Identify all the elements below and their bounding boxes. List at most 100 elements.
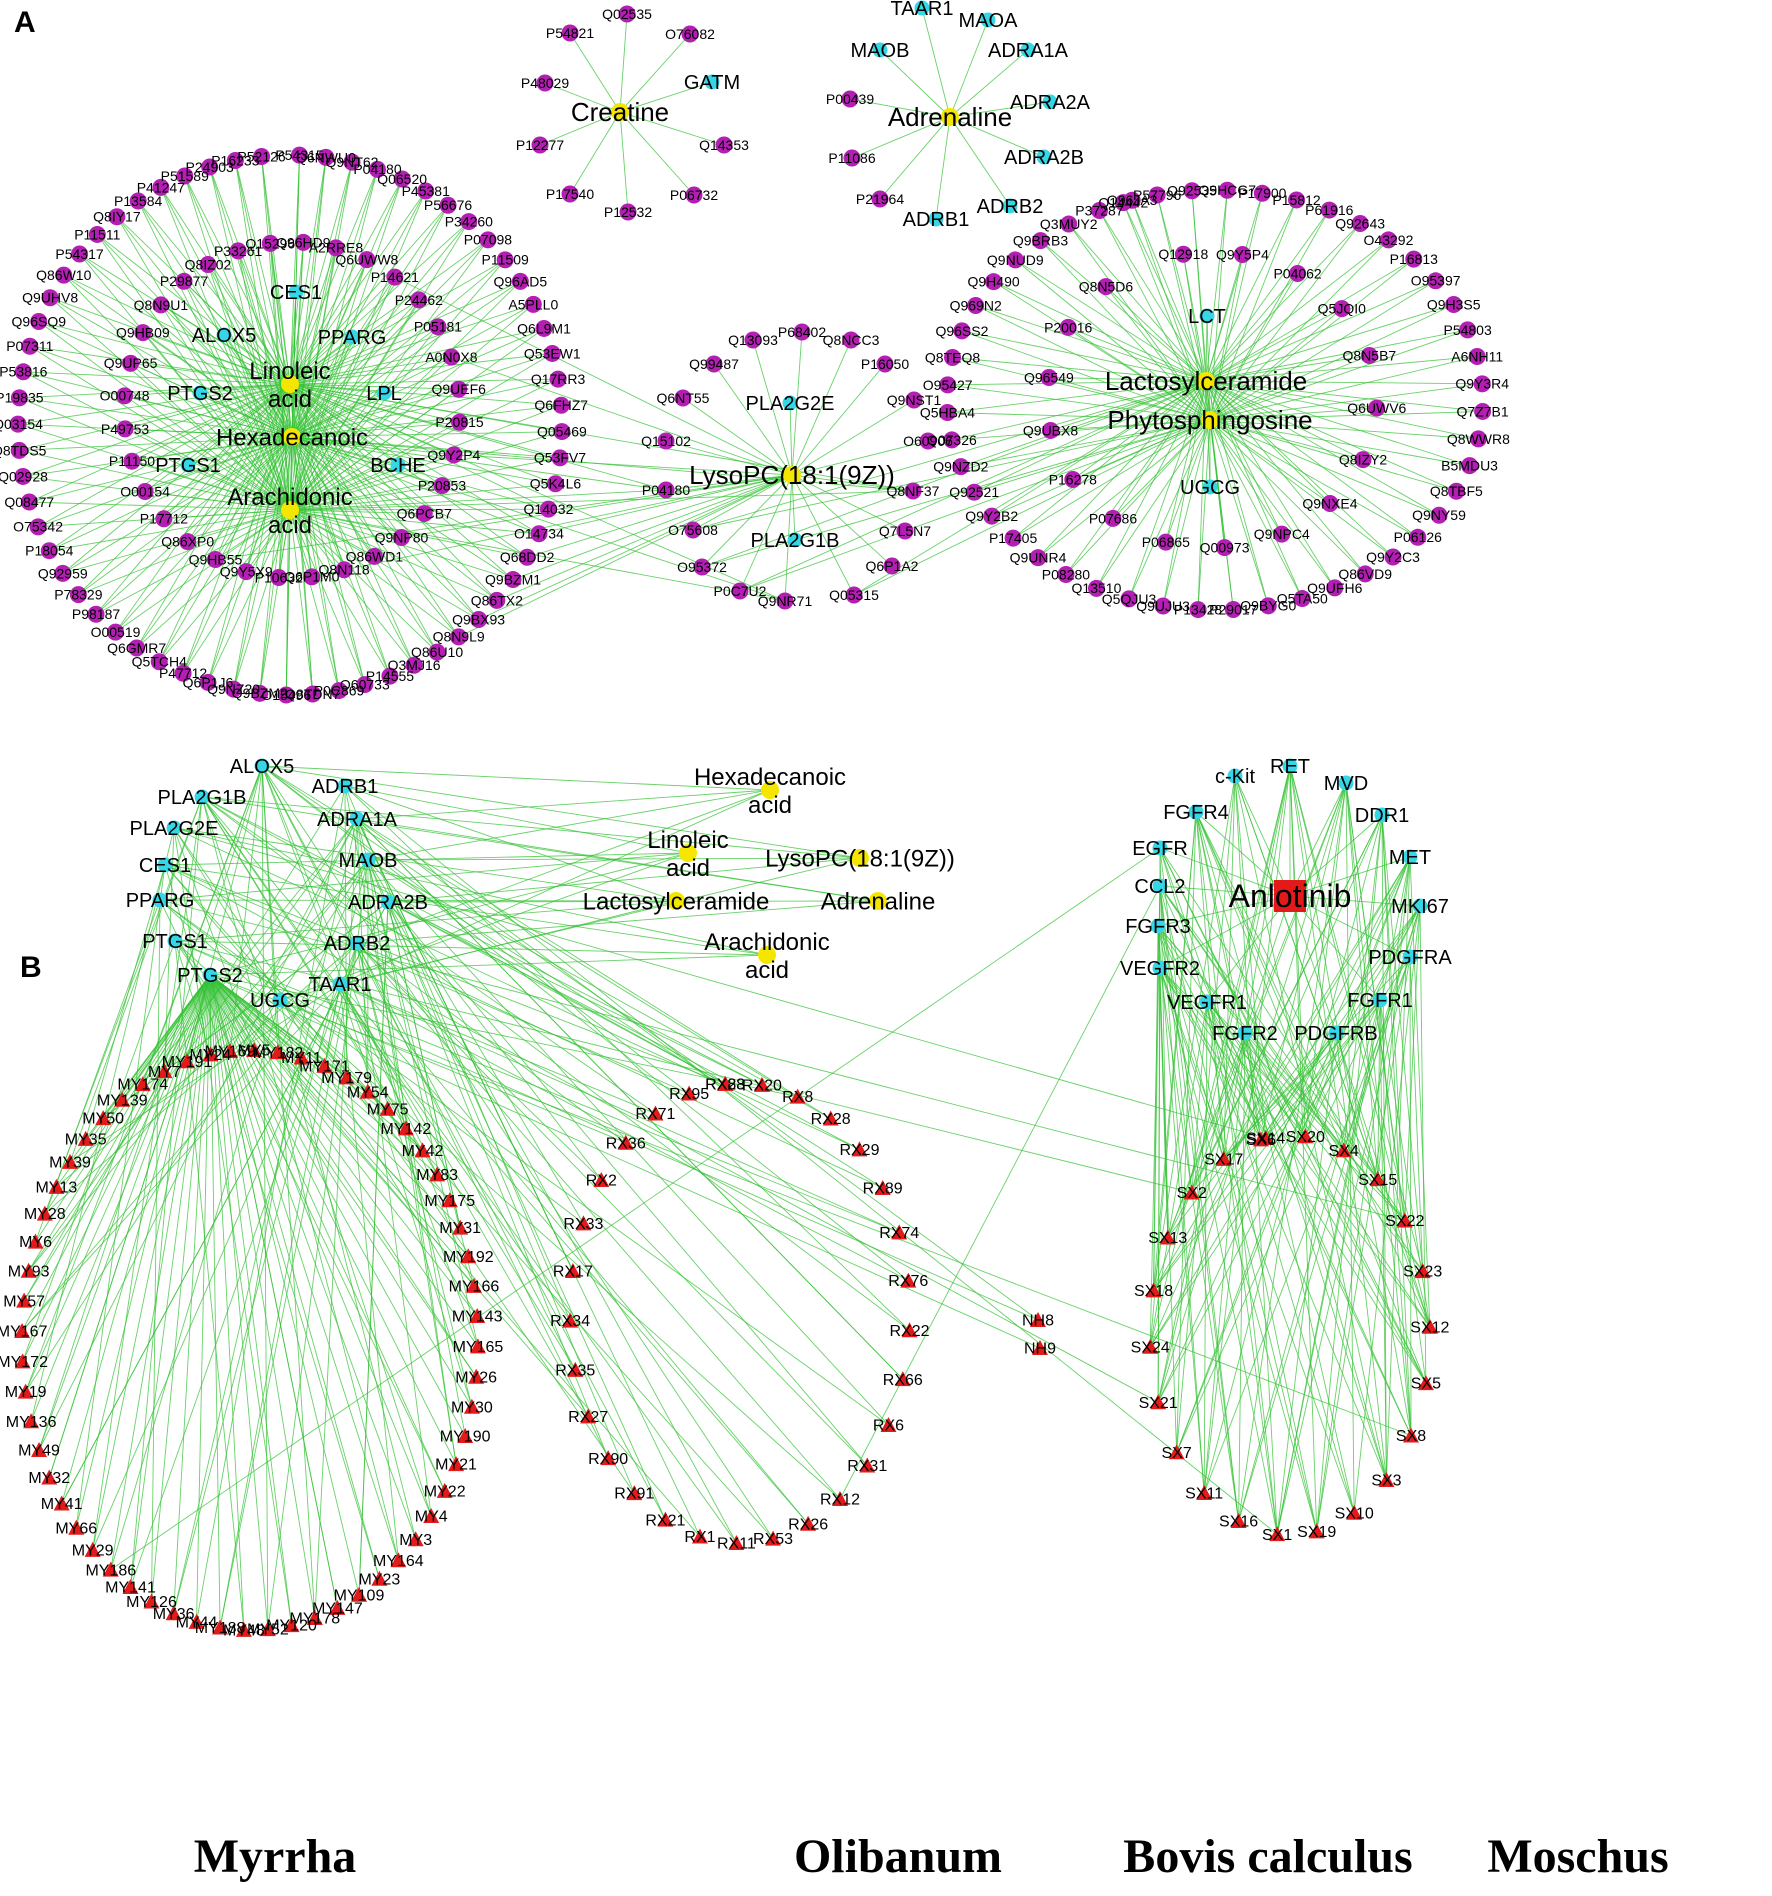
protein-node-q3muy2 [1060,215,1078,233]
edge-208 [289,336,353,511]
edge-824 [1159,847,1427,1384]
label-p04180: P04180 [642,482,690,498]
edge-150 [291,239,489,438]
label-q9up65: Q9UP65 [104,355,158,371]
edge-308 [261,156,291,511]
protein-node-q5k4l6 [546,475,564,493]
ingredient-node-my188 [212,1619,229,1635]
protein-node-p16278 [1064,471,1082,489]
label-my93: MY93 [8,1263,50,1280]
label-q9y3r4: Q9Y3R4 [1455,376,1509,392]
label-fgfr4: FGFR4 [1163,802,1229,824]
protein-node-q9nr71 [776,592,794,610]
edge-316 [539,111,621,146]
label-my32: MY32 [28,1470,70,1487]
label-a6nh11: A6NH11 [1451,348,1503,364]
label-p07311: P07311 [6,338,53,354]
target-node-pdgfrb [1328,1025,1344,1041]
edge-391 [1156,194,1207,382]
edge-318 [569,32,621,113]
edge-257 [289,328,545,511]
edge-309 [619,81,713,113]
panel-label-b: B [20,951,42,984]
label-p07098: P07098 [464,232,512,248]
label-adrb1: ADRB1 [312,776,379,798]
edge-746 [173,827,635,1494]
edge-528 [367,857,861,861]
ingredient-node-rx12 [832,1490,849,1506]
label-my31: MY31 [439,1220,481,1237]
label-p56676: P56676 [424,197,472,213]
edge-766 [164,864,690,1094]
edge-201 [160,187,293,438]
edge-686 [44,796,203,1214]
label-lactosylceramide: Lactosylceramide [583,888,770,915]
edge-54 [289,383,562,406]
protein-node-p00439 [841,90,859,108]
label-q12918: Q12918 [1158,246,1208,262]
protein-node-o14734 [530,525,548,543]
edge-884 [1176,999,1381,1453]
protein-node-q9y3r4 [1473,375,1491,393]
label-my29: MY29 [72,1542,114,1559]
label-my174: MY174 [117,1077,168,1094]
label-my167: MY167 [0,1324,48,1341]
edge-194 [38,321,293,438]
edge-862 [1276,999,1381,1535]
edge-10 [289,242,304,385]
label-p20016: P20016 [1044,319,1092,335]
edge-935 [1206,1001,1262,1140]
protein-node-q9bzm2 [251,684,269,702]
edge-650 [130,942,358,1588]
edge-163 [291,436,528,558]
label-my175: MY175 [424,1193,475,1210]
edge-834 [1379,999,1412,1436]
label-sx20: SX20 [1286,1129,1325,1146]
edge-325 [935,116,951,220]
label-my44: MY44 [176,1615,218,1632]
edge-462 [1209,193,1263,421]
label-p24903: P24903 [186,159,234,175]
label-q96hd9: Q96HD9 [276,234,331,250]
edge-758 [159,899,584,1224]
target-node-ptgs2 [202,967,218,983]
label-gatm: GATM [684,72,740,94]
label-adrenaline: Adrenaline [888,102,1012,132]
edge-815 [1289,765,1431,1327]
label-my36: MY36 [153,1606,195,1623]
ingredient-node-rx26 [800,1515,817,1531]
edge-761 [356,942,626,1144]
edge-320 [949,19,989,118]
edge-43 [289,178,403,385]
label-q86w10: Q86W10 [36,267,91,283]
label-q9nzd2: Q9NZD2 [933,459,988,475]
label-q6p1m0: Q6P1M0 [284,569,339,585]
label-fgfr1: FGFR1 [1347,990,1413,1012]
protein-node-p13428 [1189,601,1207,619]
edge-756 [356,818,574,1272]
label-q8n9l9: Q8N9L9 [433,629,485,645]
label-q7z7b1: Q7Z7B1 [1457,403,1509,419]
protein-node-p14555 [381,667,399,685]
edge-619 [209,974,399,1561]
protein-node-p49753 [116,420,134,438]
protein-node-p33261 [229,242,247,260]
ingredient-node-my191 [179,1053,196,1069]
protein-node-p11150 [123,452,141,470]
label-q9nr71: Q9NR71 [758,593,813,609]
target-node-pdgfra [1402,949,1418,965]
label-rx90: RX90 [588,1451,628,1468]
edge-283 [136,509,291,649]
ingredient-node-my48 [235,1621,252,1637]
protein-node-q9y2b2 [983,507,1001,525]
label-my13: MY13 [35,1180,77,1197]
ingredient-node-rx74 [891,1224,908,1240]
ingredient-node-sx16 [1230,1513,1247,1529]
label-adra1a: ADRA1A [988,40,1069,62]
edge-507 [692,380,1207,531]
edge-376 [1205,308,1343,382]
edge-351 [291,436,667,491]
label-p57796: P57796 [1133,187,1181,203]
edge-744 [261,765,666,1520]
target-node-maoa [980,12,996,28]
